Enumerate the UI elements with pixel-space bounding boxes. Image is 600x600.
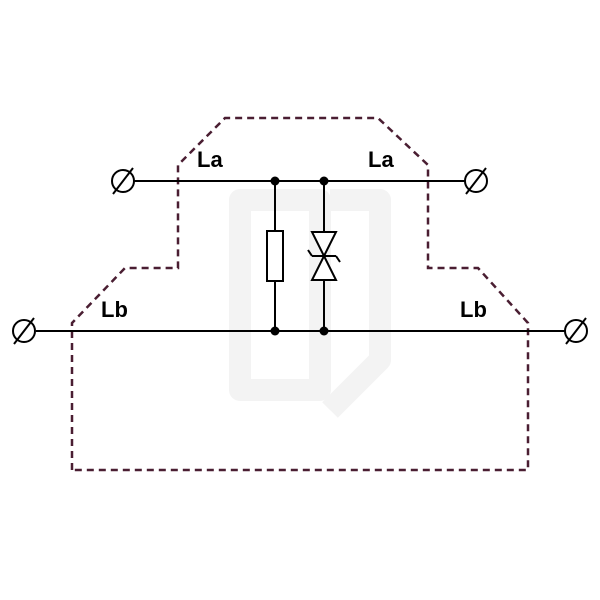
terminal-bottom-left [12,317,36,345]
wires [36,180,565,332]
resistor [266,230,284,282]
label-top-right: La [368,147,394,172]
terminal-top-right [464,167,488,195]
label-bottom-left: Lb [101,297,128,322]
junction-node [319,176,329,186]
junction-node [319,326,329,336]
terminal-top-left [111,167,135,195]
housing-outline [70,116,530,472]
tvs-diode [307,231,341,281]
label-top-left: La [197,147,223,172]
label-bottom-right: Lb [460,297,487,322]
junction-node [270,176,280,186]
junction-node [270,326,280,336]
background-logo [229,189,391,418]
terminal-bottom-right [564,317,588,345]
